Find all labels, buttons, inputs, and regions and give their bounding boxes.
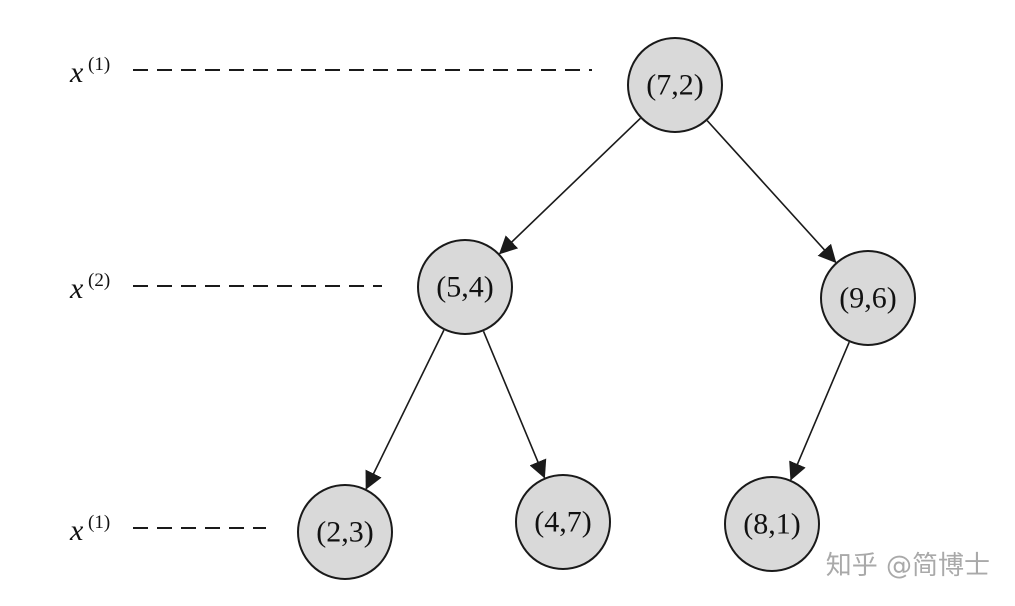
node-label: (4,7) <box>534 506 591 539</box>
level-indicator-2: x (2) <box>69 270 382 305</box>
node-4-7: (4,7) <box>515 474 611 570</box>
node-label: (5,4) <box>436 271 493 304</box>
node-9-6: (9,6) <box>820 250 916 346</box>
node-label: (9,6) <box>839 282 896 315</box>
tree-edges <box>365 117 850 490</box>
level-2-variable: x <box>69 272 84 305</box>
node-label: (7,2) <box>646 69 703 102</box>
edge-arrow-n96-to-n81 <box>789 341 850 481</box>
level-1-variable: x <box>69 56 84 89</box>
edge-arrow-n72-to-n96 <box>706 120 837 264</box>
edge-arrow-n54-to-n47 <box>482 330 547 479</box>
node-2-3: (2,3) <box>297 484 393 580</box>
level-3-superscript: (1) <box>88 512 110 533</box>
node-label: (8,1) <box>743 508 800 541</box>
watermark-text: 知乎 @简博士 <box>826 551 990 581</box>
level-3-variable: x <box>69 514 84 547</box>
edge-arrow-n72-to-n54 <box>498 117 641 255</box>
level-2-superscript: (2) <box>88 270 110 291</box>
node-label: (2,3) <box>316 516 373 549</box>
level-indicator-1: x (1) <box>69 54 592 89</box>
level-indicator-3: x (1) <box>69 512 266 547</box>
level-1-superscript: (1) <box>88 54 110 75</box>
node-5-4: (5,4) <box>417 239 513 335</box>
node-8-1: (8,1) <box>724 476 820 572</box>
node-7-2: (7,2) <box>627 37 723 133</box>
edge-arrow-n54-to-n23 <box>365 329 445 490</box>
